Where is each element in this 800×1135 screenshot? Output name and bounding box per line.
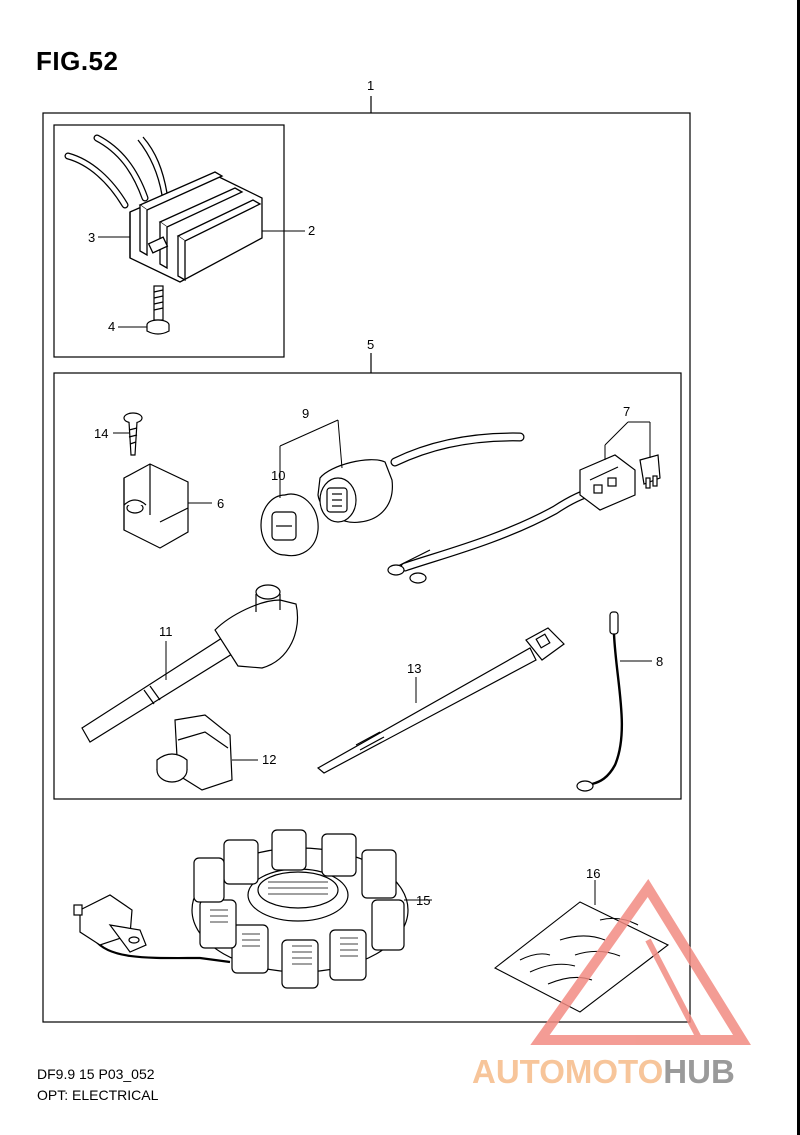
rectifier-regulator-drawing — [64, 134, 263, 283]
callout-10: 10 — [271, 468, 285, 483]
connector-drawing — [260, 432, 525, 557]
clip-drawing — [123, 463, 189, 549]
watermark-triangle — [530, 878, 751, 1045]
watermark-logo: AUTOMOTOHUB — [472, 1053, 735, 1091]
watermark-text-part-b: HUB — [663, 1053, 735, 1090]
cable-drawing — [81, 584, 299, 743]
bolt-drawing — [146, 285, 170, 335]
watermark-text-part-a: AUTOMOTO — [472, 1053, 664, 1090]
callout-7: 7 — [623, 404, 630, 419]
fuse-lead-drawing — [387, 454, 661, 584]
callout-13: 13 — [407, 661, 421, 676]
callout-14: 14 — [94, 426, 108, 441]
callout-3: 3 — [88, 230, 95, 245]
callout-8: 8 — [656, 654, 663, 669]
callout-6: 6 — [217, 496, 224, 511]
callout-9: 9 — [302, 406, 309, 421]
screw-drawing — [123, 412, 143, 456]
callout-2: 2 — [308, 223, 315, 238]
callout-12: 12 — [262, 752, 276, 767]
page-edge-line — [797, 0, 800, 1135]
stator-drawing — [73, 829, 409, 989]
callout-4: 4 — [108, 319, 115, 334]
callout-11: 11 — [159, 624, 173, 639]
harness-box — [53, 372, 682, 800]
callout-1: 1 — [367, 78, 374, 93]
cable-tie-drawing — [316, 627, 565, 774]
outer-frame — [42, 112, 691, 1023]
figure-name: OPT: ELECTRICAL — [37, 1087, 159, 1103]
decal-sheet-drawing — [493, 901, 670, 1013]
figure-code: DF9.9 15 P03_052 — [37, 1066, 155, 1082]
regulator-box — [53, 124, 285, 358]
callout-16: 16 — [586, 866, 600, 881]
grommet-drawing — [156, 714, 233, 791]
callout-15: 15 — [416, 893, 430, 908]
figure-title: FIG.52 — [36, 46, 119, 76]
callout-5: 5 — [367, 337, 374, 352]
sensor-lead-drawing — [576, 611, 624, 792]
